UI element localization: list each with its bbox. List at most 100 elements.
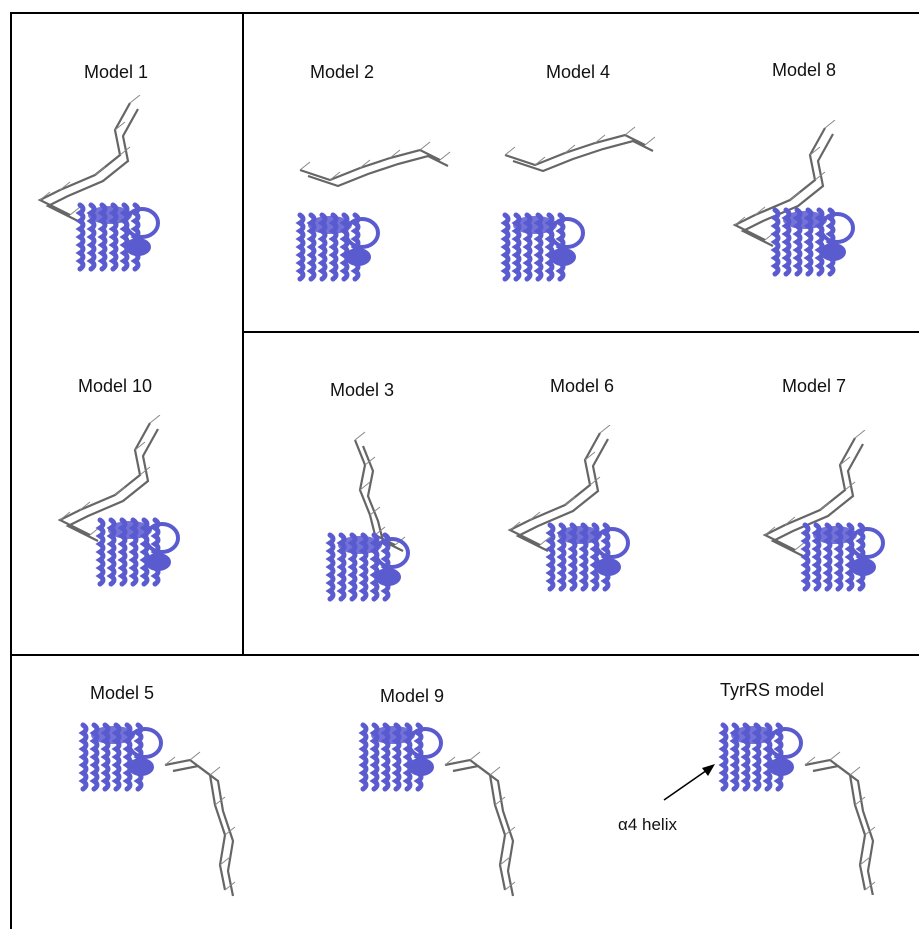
rna-base-pair	[469, 751, 481, 761]
protein-loop	[549, 217, 585, 249]
rna-backbone	[299, 148, 441, 182]
rna-base-pair	[329, 171, 341, 181]
protein-sheet	[308, 216, 352, 234]
rna-base-pair	[214, 796, 226, 806]
protein-domain	[358, 722, 443, 792]
rna-base-pair	[504, 881, 516, 891]
structure-model-3	[325, 431, 410, 602]
rna-base-pair	[644, 136, 655, 146]
rna-base-pair	[859, 856, 871, 866]
structure-model-7	[762, 430, 885, 592]
rna-base-pair	[504, 826, 516, 836]
protein-loop	[344, 217, 380, 249]
rna-ribbon	[732, 120, 836, 247]
protein-domain	[800, 522, 885, 592]
rna-base-pair	[444, 756, 456, 766]
label-model-7: Model 7	[782, 376, 847, 396]
rna-base-pair	[864, 881, 876, 891]
structure-model-9	[358, 722, 516, 897]
rna-base-pair	[209, 766, 221, 776]
protein-loop	[594, 527, 630, 559]
protein-helix-bundle	[820, 243, 846, 261]
label-tyrrs-model: TyrRS model	[720, 680, 825, 700]
rna-base-pair	[189, 751, 201, 761]
rna-backbone	[504, 133, 646, 167]
rna-base-pair	[819, 501, 831, 511]
protein-sheet	[88, 206, 132, 224]
protein-domain	[325, 532, 410, 602]
protein-helix	[75, 202, 86, 272]
rna-base-pair	[114, 121, 126, 131]
rna-base-pair	[804, 756, 816, 766]
rna-base-pair	[39, 191, 51, 201]
rna-base-pair	[139, 466, 151, 476]
rna-base-pair	[224, 881, 236, 891]
rna-base-pair	[589, 476, 601, 486]
protein-helix	[718, 722, 729, 792]
rna-base-pair	[59, 181, 71, 191]
protein-helix-bundle	[345, 248, 371, 266]
protein-loop	[124, 207, 160, 239]
rna-base-pair	[134, 441, 146, 451]
rna-ribbon	[444, 751, 516, 897]
rna-base-pair	[854, 430, 866, 439]
rna-base-pair	[219, 856, 231, 866]
protein-loop	[127, 727, 163, 759]
rna-base-pair	[839, 456, 851, 466]
rna-base-pair	[534, 156, 546, 166]
protein-sheet	[108, 521, 152, 539]
protein-loop	[144, 522, 180, 554]
protein-helix	[95, 517, 106, 587]
protein-domain	[718, 722, 803, 792]
divider-vertical	[242, 12, 244, 655]
rna-base-pair	[419, 141, 431, 151]
annotation-arrow	[663, 764, 715, 801]
label-model-3: Model 3	[330, 380, 395, 400]
rna-backbone	[452, 764, 515, 897]
protein-helix-bundle	[595, 558, 621, 576]
protein-sheet	[338, 536, 382, 554]
rna-base-pair	[59, 511, 71, 521]
rna-backbone	[307, 154, 449, 188]
structure-model-1	[37, 95, 160, 272]
rna-base-pair	[114, 486, 126, 496]
structure-model-6	[507, 425, 630, 592]
protein-domain	[770, 207, 855, 277]
rna-backbone	[353, 439, 396, 546]
protein-helix-bundle	[768, 758, 794, 776]
rna-base-pair	[439, 151, 451, 161]
rna-base-pair	[94, 166, 106, 176]
rna-base-pair	[754, 206, 766, 216]
protein-domain	[95, 517, 180, 587]
rna-ribbon	[164, 751, 236, 897]
rna-ribbon	[762, 430, 866, 557]
rna-base-pair	[784, 516, 796, 526]
protein-sheet	[91, 726, 135, 744]
structure-model-5	[78, 722, 236, 897]
rna-base-pair	[814, 171, 826, 181]
annotation-alpha4-helix: α4 helix	[618, 815, 677, 834]
rna-backbone	[770, 443, 864, 557]
protein-sheet	[731, 726, 775, 744]
protein-helix-bundle	[145, 553, 171, 571]
rna-base-pair	[359, 481, 371, 491]
protein-helix	[358, 722, 369, 792]
rna-ribbon	[57, 415, 161, 542]
rna-base-pair	[299, 161, 311, 171]
rna-backbone	[172, 764, 235, 897]
rna-base-pair	[764, 526, 776, 536]
protein-sheet	[558, 526, 602, 544]
rna-base-pair	[494, 796, 506, 806]
rna-base-pair	[529, 511, 541, 521]
structure-model-4	[500, 126, 655, 282]
label-model-5: Model 5	[90, 683, 155, 703]
rna-ribbon	[504, 126, 655, 173]
rna-base-pair	[509, 521, 521, 531]
label-model-8: Model 8	[772, 60, 837, 80]
rna-base-pair	[584, 451, 596, 461]
protein-helix-bundle	[375, 568, 401, 586]
rna-base-pair	[824, 120, 836, 129]
rna-backbone	[512, 139, 654, 173]
rna-backbone	[57, 422, 151, 536]
rna-base-pair	[489, 766, 501, 776]
